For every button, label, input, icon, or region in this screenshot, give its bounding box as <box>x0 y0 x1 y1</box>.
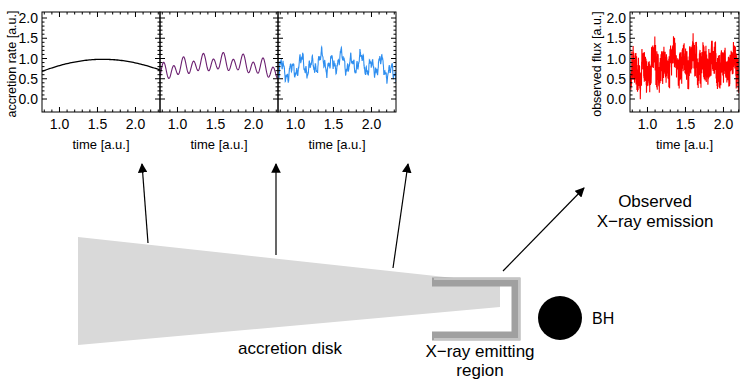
chart-panel <box>630 12 739 112</box>
pointer-arrow <box>142 164 148 243</box>
tick-label: 1.0 <box>607 52 626 66</box>
tick-label: 1.5 <box>607 31 626 45</box>
panel-frame <box>42 12 160 112</box>
hole-shape <box>538 296 582 340</box>
tick-label: 1.5 <box>324 117 343 131</box>
tick-label: 1.5 <box>88 117 107 131</box>
tick-label: 2.0 <box>19 11 38 25</box>
axis-title: time [a.u.] <box>656 138 713 151</box>
axis-title: time [a.u.] <box>308 138 365 151</box>
node-outline <box>78 237 500 345</box>
node-label: X−ray emitting region <box>418 342 543 380</box>
node-label: BH <box>592 309 614 328</box>
tick-label: 1.0 <box>286 117 305 131</box>
black-hole: BH <box>538 296 582 340</box>
tick-label: 1.0 <box>638 117 657 131</box>
tick-label: 0.5 <box>607 72 626 86</box>
chart-panel <box>42 12 160 112</box>
axis-title: observed flux [a.u.] <box>591 11 604 117</box>
panel-frame <box>630 12 739 112</box>
region-shape <box>432 282 516 336</box>
chart-panels <box>42 12 739 112</box>
tick-label: 1.5 <box>19 31 38 45</box>
tick-label: 0.5 <box>19 72 38 86</box>
signal-curve <box>42 59 160 71</box>
pointer-arrow <box>275 164 276 255</box>
tick-label: 0.0 <box>607 92 626 106</box>
tick-label: 1.0 <box>50 117 69 131</box>
annotation: Observed X−ray emission <box>595 192 715 232</box>
axis-title: time [a.u.] <box>190 138 247 151</box>
tick-label: 1.5 <box>676 117 695 131</box>
emitting-region: X−ray emitting region <box>428 276 524 342</box>
axis-title: time [a.u.] <box>72 138 129 151</box>
node-outline <box>428 276 524 342</box>
tick-label: 0.0 <box>19 92 38 106</box>
signal-curve <box>630 33 739 99</box>
tick-label: 1.0 <box>19 52 38 66</box>
node-outline <box>538 296 582 340</box>
region-shape <box>434 279 519 339</box>
pointer-arrow <box>503 188 584 271</box>
node-label: accretion disk <box>238 339 342 358</box>
tick-marks <box>630 12 739 112</box>
tick-label: 2.0 <box>126 117 145 131</box>
tick-marks <box>42 12 160 112</box>
tick-label: 2.0 <box>244 117 263 131</box>
chart-panel <box>160 12 278 112</box>
tick-label: 1.0 <box>168 117 187 131</box>
disk-shape <box>78 237 500 345</box>
pointer-arrow <box>393 164 408 268</box>
accretion-disk: accretion disk <box>78 237 500 345</box>
chart-panel <box>278 12 396 112</box>
tick-label: 1.5 <box>206 117 225 131</box>
tick-label: 2.0 <box>607 11 626 25</box>
panel-frame <box>278 12 396 112</box>
axis-title: accretion rate [a.u.] <box>6 10 19 117</box>
signal-curve <box>278 47 396 84</box>
signal-curve <box>160 53 278 79</box>
panel-frame <box>160 12 278 112</box>
tick-label: 2.0 <box>714 117 733 131</box>
tick-marks <box>278 12 396 112</box>
tick-marks <box>160 12 278 112</box>
tick-label: 2.0 <box>362 117 381 131</box>
